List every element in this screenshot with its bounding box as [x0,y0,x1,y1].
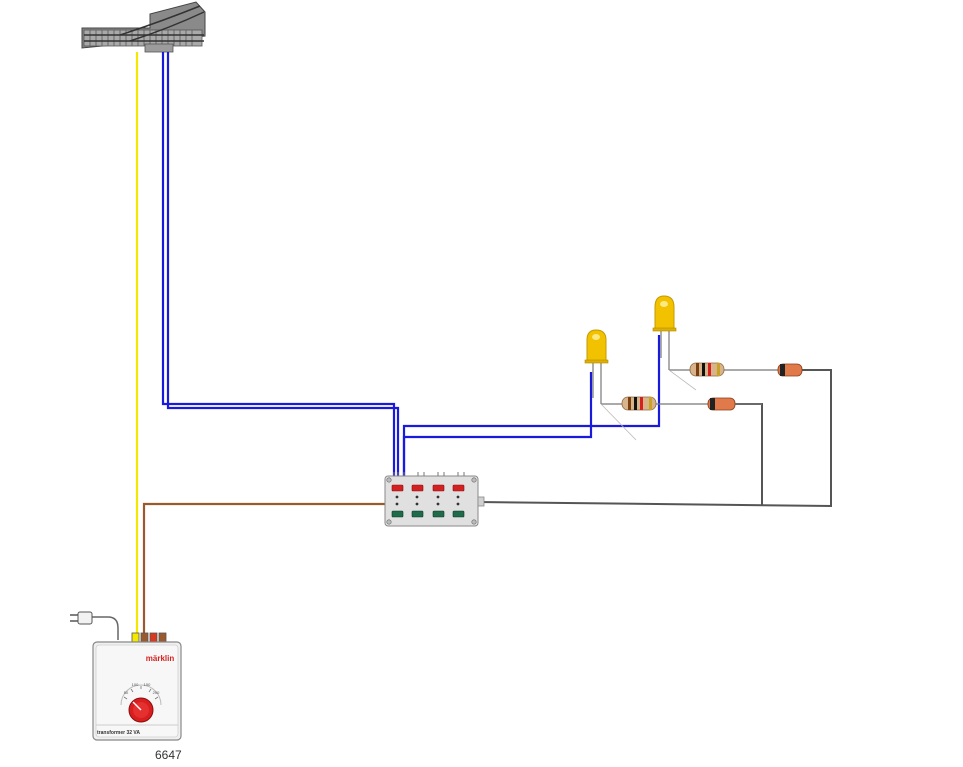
led-right [652,295,677,370]
dial-tick-label-1: 50 [124,690,129,695]
transformer [70,611,182,741]
resistor-lower [621,396,657,411]
panel-connector-pins [393,472,465,476]
transformer-brand: märklin [146,654,175,663]
green-button-2[interactable] [411,510,424,518]
green-button-3[interactable] [432,510,445,518]
red-button-3[interactable] [432,484,445,492]
dial-tick-label-3: 150 [144,682,151,687]
green-button-4[interactable] [452,510,465,518]
red-button-4[interactable] [452,484,465,492]
green-buttons[interactable] [391,510,465,518]
transformer-part-number: 6647 [155,748,182,762]
red-button-2[interactable] [411,484,424,492]
red-button-1[interactable] [391,484,404,492]
transformer-model-label: transformer 32 VA [97,730,140,736]
mounting-screws [386,477,477,525]
lower-component-chain [600,396,762,441]
resistor-upper [689,362,725,377]
diode-upper [777,363,803,377]
blue-wires [161,52,661,476]
dial-tick-marks [123,686,159,700]
dial-tick-label-4: 200 [153,690,160,695]
green-button-1[interactable] [391,510,404,518]
indicator-dots [395,495,460,506]
turnout-track [81,1,206,53]
brown-wire [142,502,385,636]
dial-tick-label-2: 100 [132,682,139,687]
dial-tick-labels: 50 100 150 200 [124,682,160,695]
diode-lower [707,397,736,411]
red-buttons[interactable] [391,484,465,492]
led-left [584,329,609,404]
upper-component-chain [668,362,803,391]
control-panel [384,472,485,527]
